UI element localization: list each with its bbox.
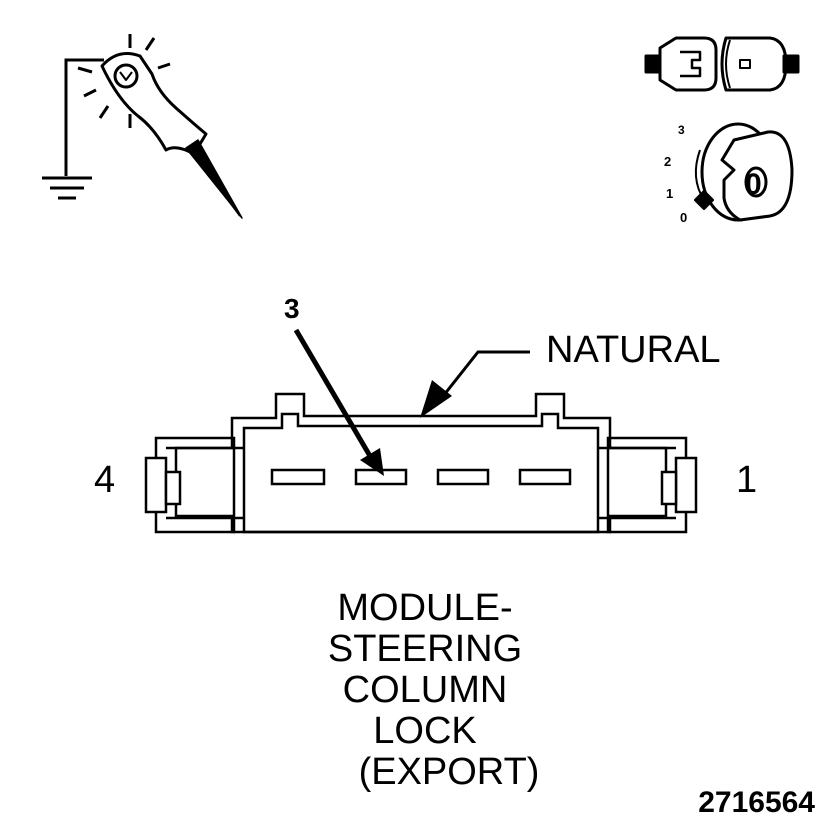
ignition-key-icon	[694, 122, 794, 222]
ground-symbol-icon	[42, 58, 104, 200]
ignition-key-label: 0	[745, 168, 762, 201]
test-light-probe-icon	[100, 52, 243, 219]
ignition-position-0: 0	[680, 210, 687, 225]
connector-body	[144, 392, 698, 534]
ignition-position-1: 1	[666, 186, 673, 201]
pin-cavity-1	[518, 468, 572, 486]
ignition-position-3: 3	[678, 123, 685, 137]
pin-callout-label: 3	[284, 293, 300, 324]
caption-line: COLUMN	[342, 669, 508, 711]
caption-line: STEERING	[327, 628, 523, 670]
color-leader-arrow	[420, 350, 530, 418]
figure-number: 2716564	[698, 786, 815, 819]
disconnected-connector-icon	[644, 36, 800, 92]
caption-line: (EXPORT)	[358, 751, 540, 793]
connector-color-label: NATURAL	[546, 329, 721, 371]
caption-line: MODULE-	[337, 587, 513, 629]
pin-cavity-2	[436, 468, 490, 486]
pin-cavity-4	[270, 468, 326, 486]
caption-line: LOCK	[373, 710, 477, 752]
ignition-position-2: 2	[664, 154, 671, 169]
light-glow-rays-icon	[77, 34, 171, 128]
connector-end-left-label: 4	[94, 459, 115, 501]
pin-callout-arrow	[293, 328, 384, 476]
component-caption: MODULE- STEERING COLUMN LOCK (EXPORT)	[250, 588, 600, 793]
connector-end-right-label: 1	[736, 459, 757, 501]
